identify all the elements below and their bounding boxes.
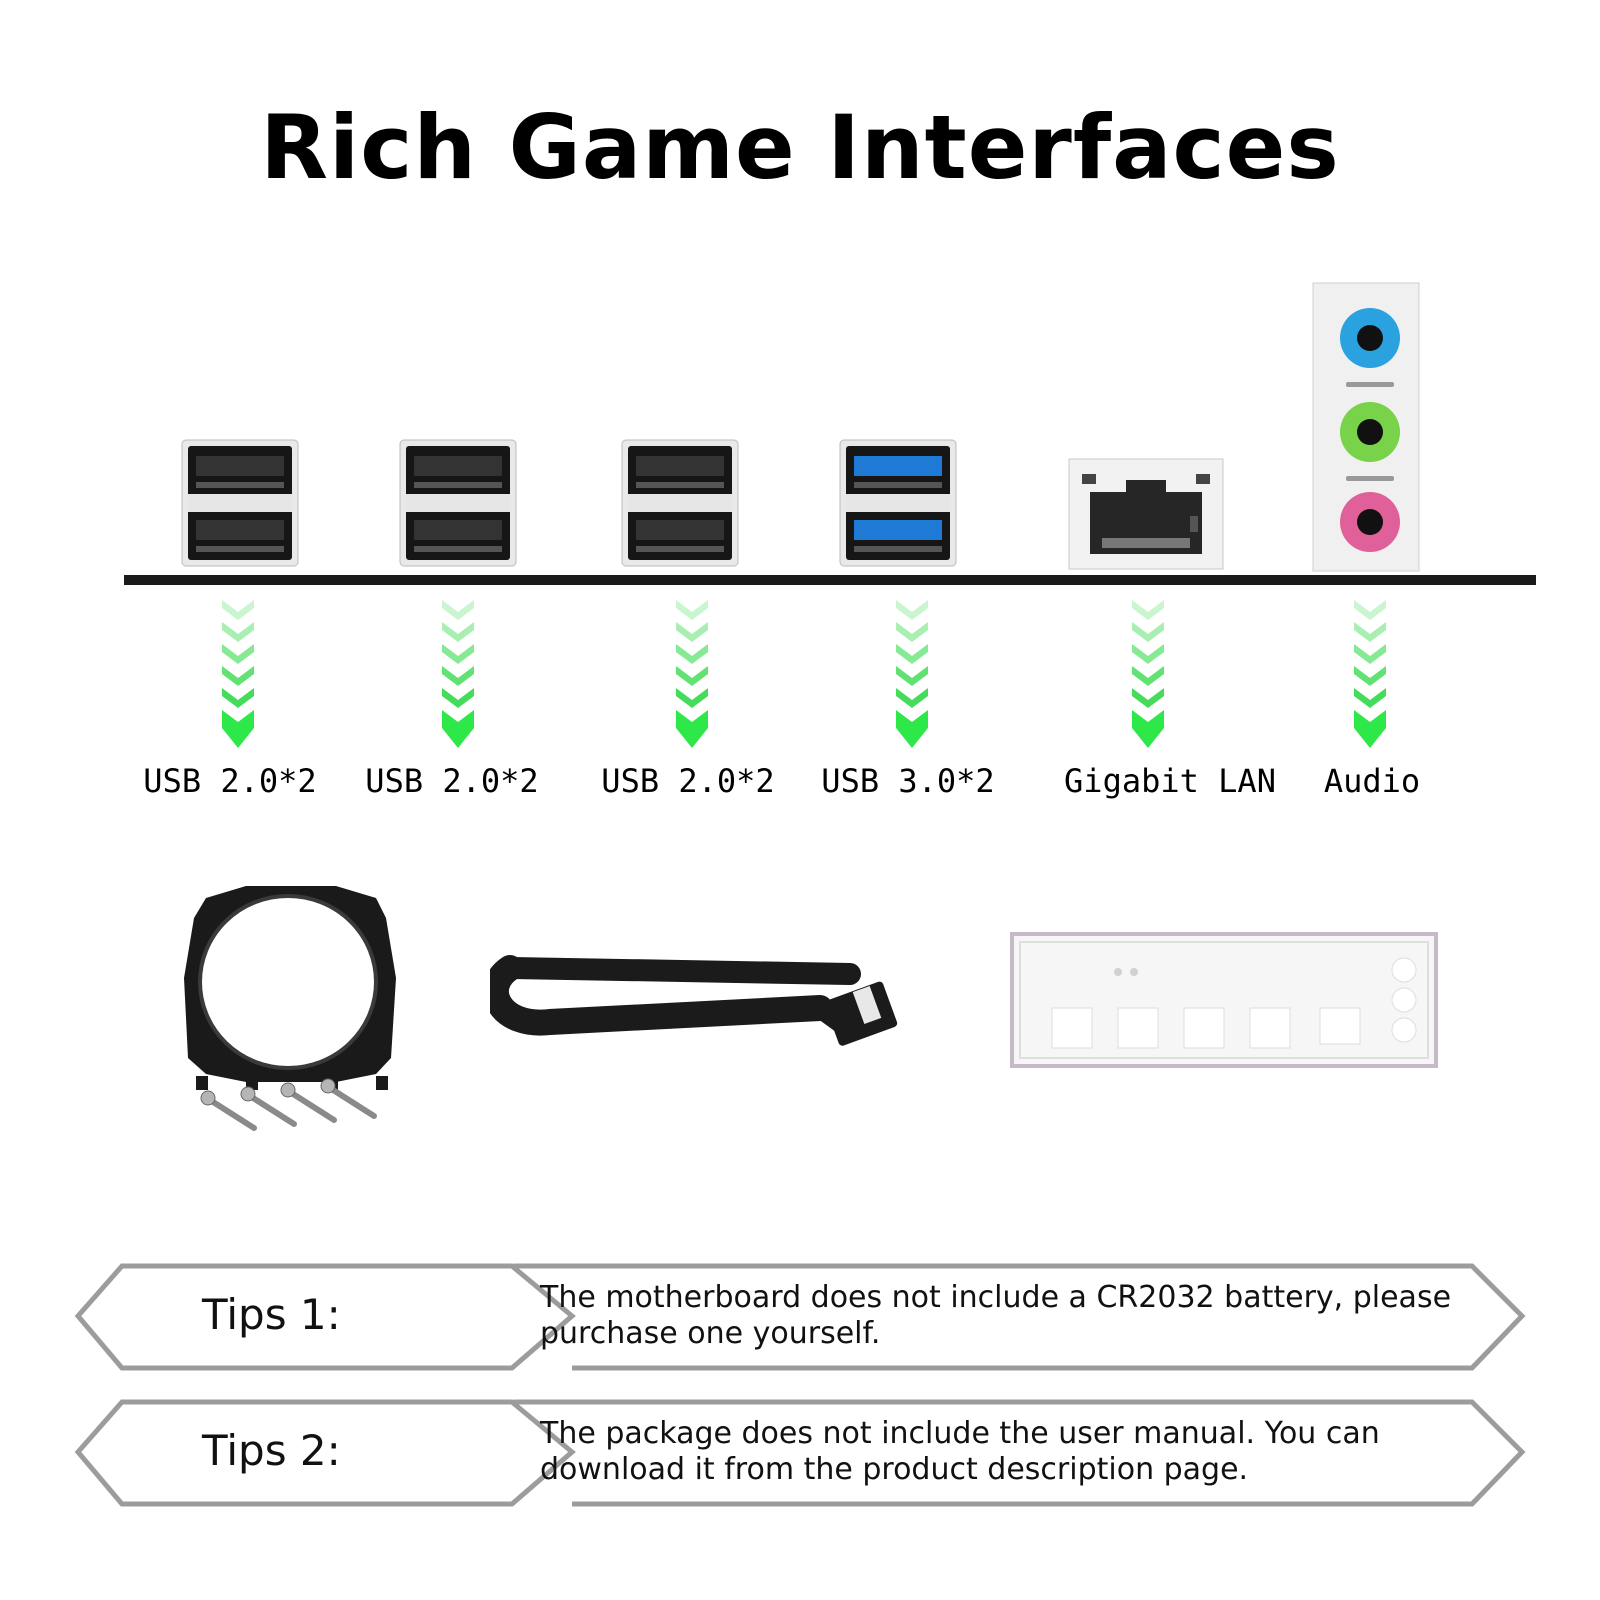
sata-cable-image <box>490 955 898 1046</box>
tips-frame-icon <box>74 1263 1526 1371</box>
ethernet-port-icon <box>1068 458 1224 570</box>
tips-label: Tips 2: <box>202 1426 341 1475</box>
io-shield-image <box>1010 932 1438 1068</box>
port-label-audio: Audio <box>1323 762 1421 800</box>
port-label-usb2-1: USB 2.0*2 <box>143 762 317 800</box>
usb-2-port-icon <box>181 439 299 567</box>
port-label-lan: Gigabit LAN <box>1064 762 1276 800</box>
tips-panel: Tips 2: The package does not include the… <box>72 1398 1528 1508</box>
usb-3-port-icon <box>839 439 957 567</box>
tips-panel: Tips 1: The motherboard does not include… <box>72 1262 1528 1372</box>
tips-label: Tips 1: <box>202 1290 341 1339</box>
chevron-down-icon <box>442 600 474 748</box>
usb-2-port-icon <box>621 439 739 567</box>
tips-frame-icon <box>74 1399 1526 1507</box>
cpu-cooler-bracket-image <box>184 886 396 1131</box>
tips-text: The package does not include the user ma… <box>540 1416 1380 1487</box>
port-label-usb2-3: USB 2.0*2 <box>601 762 775 800</box>
port-label-usb2-2: USB 2.0*2 <box>365 762 539 800</box>
page-title: Rich Game Interfaces <box>260 96 1340 199</box>
chevron-down-icon <box>1132 600 1164 748</box>
port-panel-baseline <box>124 575 1536 585</box>
tips-text: The motherboard does not include a CR203… <box>540 1280 1452 1351</box>
chevron-down-icon <box>1354 600 1386 748</box>
chevron-down-icon <box>676 600 708 748</box>
chevron-down-icon <box>222 600 254 748</box>
port-label-usb3: USB 3.0*2 <box>821 762 995 800</box>
audio-jack-icon <box>1312 282 1420 572</box>
usb-2-port-icon <box>399 439 517 567</box>
chevron-down-icon <box>896 600 928 748</box>
